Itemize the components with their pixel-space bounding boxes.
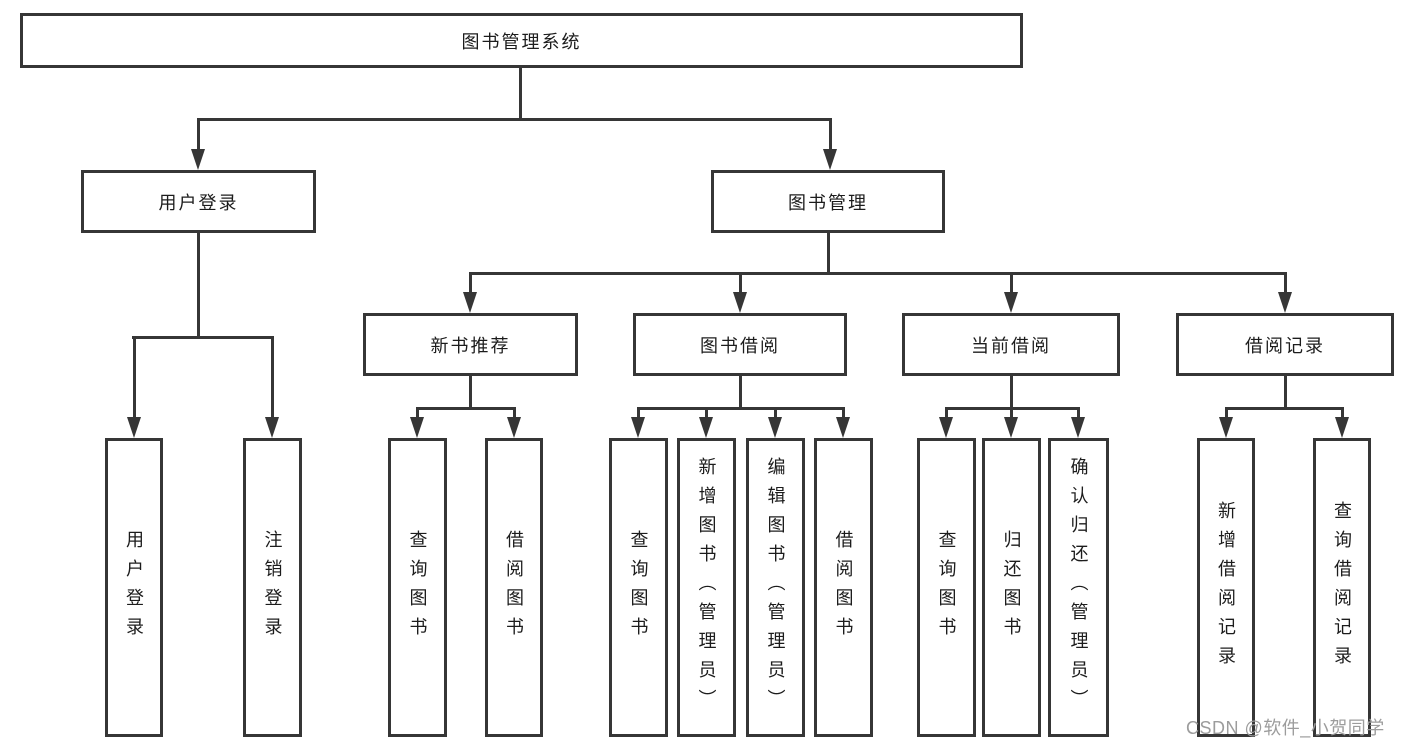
arrow-down-icon <box>463 292 477 313</box>
leaf-borrow-book: 借阅图书 <box>814 438 873 737</box>
arrow-down-icon <box>939 417 953 438</box>
node-current-borrow-label: 当前借阅 <box>971 335 1051 356</box>
connector-stem <box>469 272 472 296</box>
leaf-borrow-book-label: 借阅图书 <box>833 529 854 646</box>
leaf-borrow-edit-admin-label: 编辑图书（管理员） <box>765 457 786 718</box>
arrow-down-icon <box>823 149 837 170</box>
connector-stem <box>197 118 200 154</box>
connector-level2-branch <box>469 272 1286 275</box>
node-book-borrow: 图书借阅 <box>633 313 847 376</box>
arrow-down-icon <box>1071 417 1085 438</box>
leaf-current-return: 归还图书 <box>982 438 1041 737</box>
leaf-current-confirm-admin: 确认归还（管理员） <box>1048 438 1109 737</box>
connector-stem <box>1077 407 1080 419</box>
leaf-current-query: 查询图书 <box>917 438 976 737</box>
connector-user-login-branch <box>132 336 274 339</box>
leaf-record-query-label: 查询借阅记录 <box>1332 500 1352 675</box>
connector-record-branch <box>1225 407 1344 410</box>
arrow-down-icon <box>265 417 279 438</box>
connector-level1-branch <box>197 118 832 121</box>
connector-stem <box>1010 407 1013 419</box>
leaf-newbook-query-label: 查询图书 <box>407 529 428 646</box>
leaf-newbook-query: 查询图书 <box>388 438 447 737</box>
node-root: 图书管理系统 <box>20 13 1023 68</box>
node-borrow-record-label: 借阅记录 <box>1245 335 1325 356</box>
arrow-down-icon <box>191 149 205 170</box>
leaf-user-login-label: 用户登录 <box>124 529 144 646</box>
arrow-down-icon <box>733 292 747 313</box>
leaf-logout-label: 注销登录 <box>262 529 283 646</box>
connector-stem <box>1010 272 1013 296</box>
leaf-borrow-edit-admin: 编辑图书（管理员） <box>746 438 805 737</box>
node-user-login: 用户登录 <box>81 170 316 233</box>
arrow-down-icon <box>410 417 424 438</box>
connector-stem <box>739 272 742 296</box>
connector-user-login-trunk <box>197 233 200 339</box>
node-user-login-label: 用户登录 <box>158 192 239 213</box>
arrow-down-icon <box>1278 292 1292 313</box>
leaf-current-confirm-admin-label: 确认归还（管理员） <box>1068 457 1089 718</box>
connector-borrow-branch <box>637 407 845 410</box>
leaf-borrow-query: 查询图书 <box>609 438 668 737</box>
node-book-management: 图书管理 <box>711 170 945 233</box>
connector-newbook-trunk <box>469 376 472 410</box>
arrow-down-icon <box>1004 417 1018 438</box>
connector-stem <box>774 407 777 419</box>
leaf-borrow-add-admin-label: 新增图书（管理员） <box>696 457 717 718</box>
arrow-down-icon <box>631 417 645 438</box>
node-root-label: 图书管理系统 <box>461 31 582 52</box>
leaf-newbook-borrow: 借阅图书 <box>485 438 543 737</box>
arrow-down-icon <box>1219 417 1233 438</box>
node-book-management-label: 图书管理 <box>788 192 868 213</box>
watermark: CSDN @软件_小贺同学 <box>1186 718 1385 738</box>
arrow-down-icon <box>699 417 713 438</box>
connector-stem <box>513 407 516 419</box>
connector-stem <box>1284 272 1287 296</box>
leaf-current-return-label: 归还图书 <box>1001 529 1022 646</box>
arrow-down-icon <box>836 417 850 438</box>
leaf-user-login: 用户登录 <box>105 438 163 737</box>
arrow-down-icon <box>1004 292 1018 313</box>
connector-stem <box>133 336 136 420</box>
leaf-current-query-label: 查询图书 <box>936 529 957 646</box>
connector-record-trunk <box>1284 376 1287 410</box>
connector-book-mgmt-trunk <box>827 233 830 275</box>
connector-stem <box>705 407 708 419</box>
arrow-down-icon <box>127 417 141 438</box>
connector-stem <box>1225 407 1228 419</box>
leaf-borrow-query-label: 查询图书 <box>628 529 649 646</box>
node-borrow-record: 借阅记录 <box>1176 313 1394 376</box>
connector-stem <box>842 407 845 419</box>
arrow-down-icon <box>1335 417 1349 438</box>
arrow-down-icon <box>507 417 521 438</box>
leaf-borrow-add-admin: 新增图书（管理员） <box>677 438 736 737</box>
leaf-logout: 注销登录 <box>243 438 302 737</box>
connector-stem <box>416 407 419 419</box>
connector-current-trunk <box>1010 376 1013 410</box>
connector-borrow-trunk <box>739 376 742 410</box>
node-current-borrow: 当前借阅 <box>902 313 1120 376</box>
arrow-down-icon <box>768 417 782 438</box>
node-new-book-recommend-label: 新书推荐 <box>430 335 511 356</box>
connector-stem <box>271 336 274 420</box>
connector-stem <box>1341 407 1344 419</box>
node-new-book-recommend: 新书推荐 <box>363 313 578 376</box>
connector-stem <box>945 407 948 419</box>
leaf-record-query: 查询借阅记录 <box>1313 438 1371 737</box>
connector-stem <box>637 407 640 419</box>
node-book-borrow-label: 图书借阅 <box>700 335 780 356</box>
leaf-record-add-label: 新增借阅记录 <box>1216 500 1236 675</box>
connector-newbook-branch <box>416 407 516 410</box>
leaf-record-add: 新增借阅记录 <box>1197 438 1255 737</box>
leaf-newbook-borrow-label: 借阅图书 <box>504 529 524 646</box>
connector-stem <box>829 118 832 154</box>
connector-root-trunk <box>519 68 522 121</box>
